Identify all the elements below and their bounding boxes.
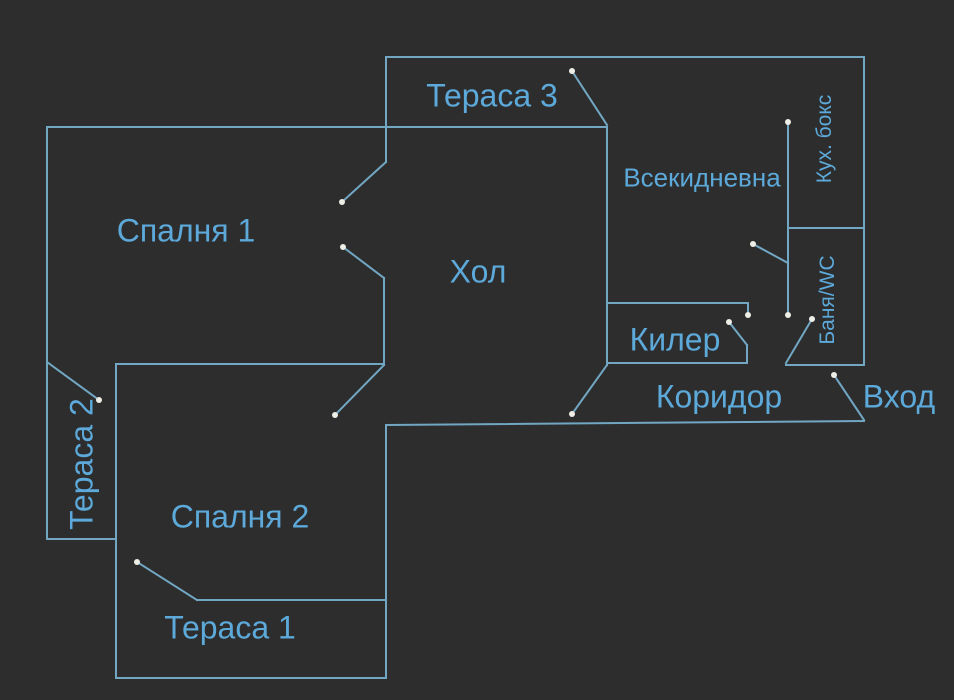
- room-label-living-room: Всекидневна: [623, 162, 781, 193]
- door-hinge-dot: [785, 119, 791, 125]
- door-hinge-dot: [96, 397, 102, 403]
- wall-terrace3-door-leaf: [570, 69, 609, 127]
- wall-bedroom2-door-leaf: [333, 363, 386, 417]
- door-hinge-dot: [569, 68, 575, 74]
- door-hinge-dot: [785, 312, 791, 318]
- room-label-bath-wc: Баня/WC: [816, 255, 839, 345]
- room-label-corridor: Коридор: [655, 378, 783, 415]
- room-label-terrace-2: Тераса 2: [63, 398, 100, 530]
- door-hinge-dot: [134, 559, 140, 565]
- wall-kitchenbox-door-leaf: [751, 242, 790, 265]
- room-label-kitchen-box: Кух. бокс: [813, 94, 836, 184]
- wall-terrace2-door-leaf: [45, 360, 101, 402]
- door-hinge-dot: [831, 372, 837, 378]
- room-label-bedroom-2: Спалня 2: [170, 498, 310, 535]
- room-label-hall: Хол: [449, 253, 507, 290]
- wall-entrance-door-leaf: [832, 373, 866, 422]
- wall-pantry-door-leaf: [727, 320, 749, 347]
- wall-hall-corridor-door-leaf: [570, 363, 609, 416]
- door-hinge-dot: [332, 412, 338, 418]
- door-hinge-dot: [340, 244, 346, 250]
- room-label-pantry: Килер: [629, 321, 721, 358]
- wall-bedroom1-door-leaf-lower: [341, 245, 386, 280]
- room-label-terrace-1: Тераса 1: [164, 609, 296, 646]
- door-hinge-dot: [745, 312, 751, 318]
- wall-corridor-bottom-wall: [384, 419, 866, 427]
- door-hinge-dot: [726, 319, 732, 325]
- wall-bath-door-leaf: [784, 317, 814, 365]
- room-label-terrace-3: Тераса 3: [426, 77, 558, 114]
- door-hinge-dot: [569, 411, 575, 417]
- wall-bedroom1-door-leaf-upper: [340, 160, 388, 204]
- wall-terrace1-door-leaf: [135, 560, 199, 602]
- door-hinge-dot: [750, 241, 756, 247]
- door-hinge-dot: [809, 316, 815, 322]
- room-label-entrance: Вход: [862, 378, 936, 415]
- room-label-bedroom-1: Спалня 1: [116, 212, 256, 249]
- door-hinge-dot: [339, 199, 345, 205]
